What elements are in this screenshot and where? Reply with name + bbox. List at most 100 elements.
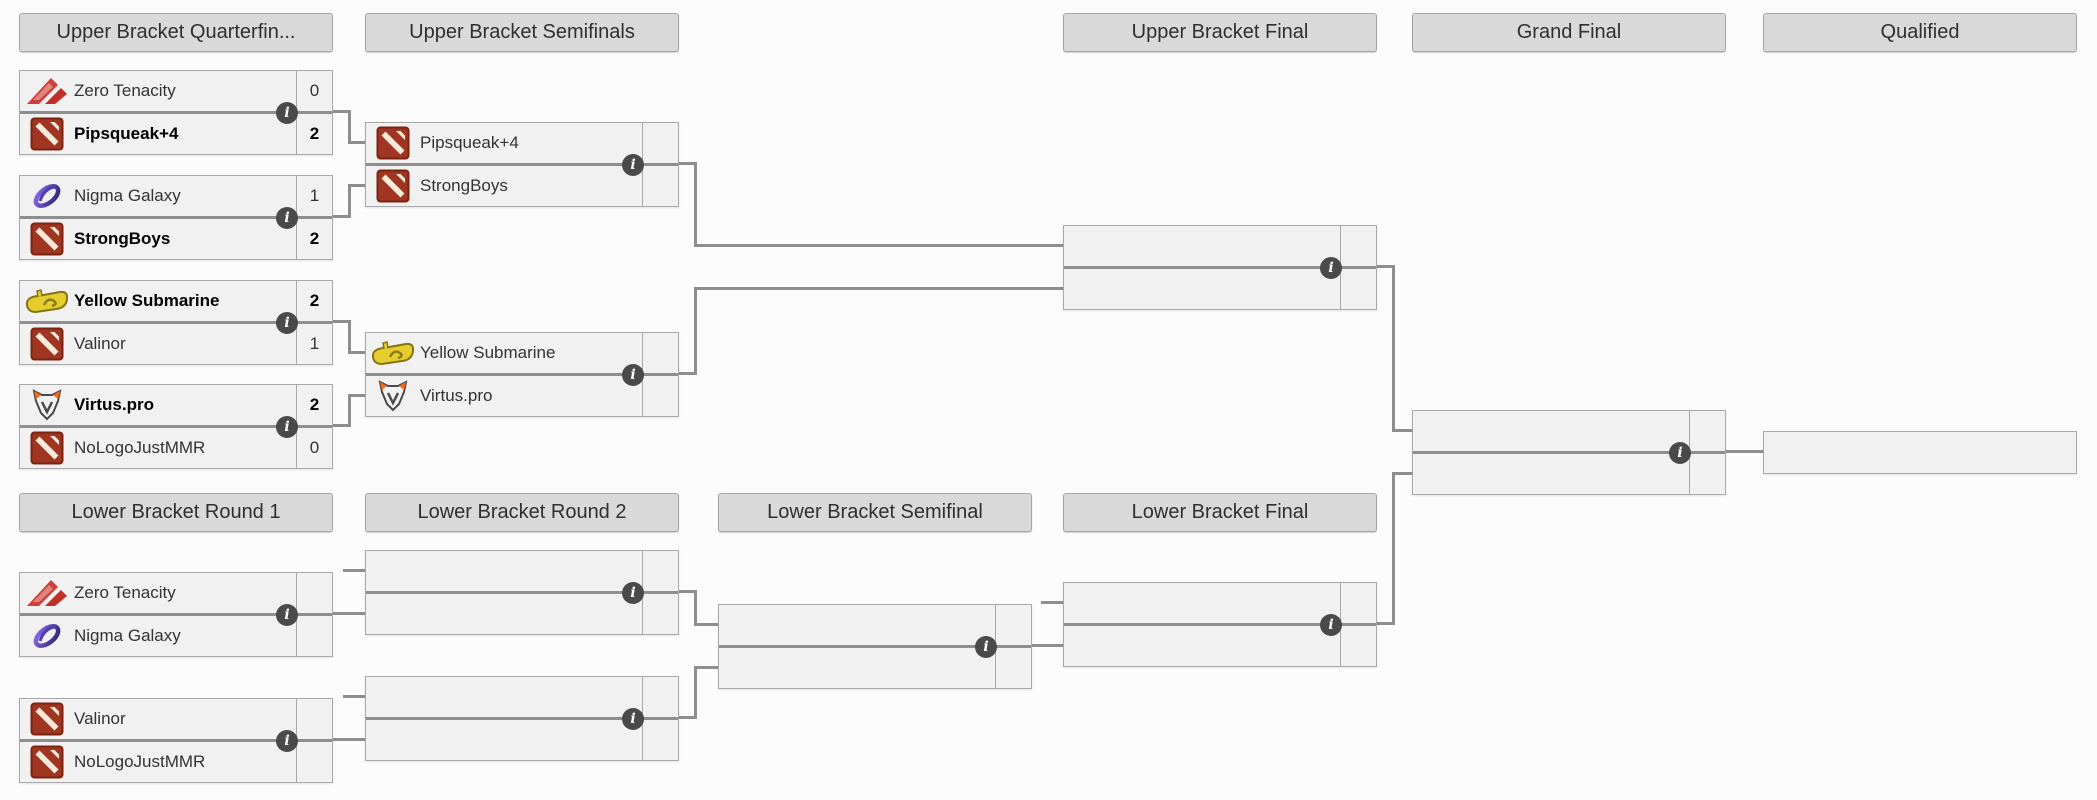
connector-line (349, 351, 365, 354)
round-header-lower-bracket-final: Lower Bracket Final (1063, 493, 1377, 532)
match-info-icon[interactable]: i (975, 636, 997, 658)
team-name[interactable]: Virtus.pro (420, 386, 493, 405)
yellow-submarine-logo-icon[interactable] (366, 337, 420, 369)
connector-line (333, 215, 351, 218)
virtus-pro-logo-icon[interactable] (20, 388, 74, 422)
dota2-logo-icon[interactable] (20, 745, 74, 779)
team-name[interactable]: Pipsqueak+4 (420, 133, 519, 152)
match-info-icon[interactable]: i (276, 312, 298, 334)
match-row-divider (1413, 451, 1725, 454)
match-info-icon[interactable]: i (276, 730, 298, 752)
team-name[interactable]: Yellow Submarine (420, 343, 556, 362)
team-name[interactable]: Valinor (74, 334, 126, 353)
connector-line (679, 372, 697, 375)
match-info-icon[interactable]: i (622, 154, 644, 176)
match-row-divider (1064, 266, 1376, 269)
match-info-icon[interactable]: i (276, 102, 298, 124)
match-info-icon[interactable]: i (1669, 442, 1691, 464)
team-slot: StrongBoys (366, 166, 678, 206)
team-slot: Nigma Galaxy 1 (20, 176, 332, 216)
team-name[interactable]: Nigma Galaxy (74, 626, 181, 645)
dota2-logo-icon[interactable] (20, 327, 74, 361)
team-name[interactable]: Zero Tenacity (74, 81, 176, 100)
connector-line (333, 424, 351, 427)
yellow-submarine-logo-icon[interactable] (20, 285, 74, 317)
dota2-logo-icon[interactable] (20, 431, 74, 465)
team-score: 1 (309, 334, 320, 353)
team-name[interactable]: NoLogoJustMMR (74, 752, 206, 771)
team-name[interactable]: Pipsqueak+4 (74, 124, 179, 143)
match-info-icon[interactable]: i (622, 708, 644, 730)
match-row-divider (366, 373, 678, 376)
connector-line (343, 695, 365, 698)
connector-line (348, 110, 351, 144)
team-score: 1 (309, 186, 320, 205)
connector-line (1377, 265, 1395, 268)
connector-line (679, 162, 697, 165)
match-info-icon[interactable]: i (622, 364, 644, 386)
match-info-icon[interactable]: i (276, 207, 298, 229)
team-name[interactable]: Zero Tenacity (74, 583, 176, 602)
dota2-logo-icon[interactable] (20, 222, 74, 256)
match-info-icon[interactable]: i (1320, 614, 1342, 636)
match-info-icon[interactable]: i (622, 582, 644, 604)
team-name[interactable]: StrongBoys (74, 229, 171, 248)
team-score: 2 (309, 291, 320, 310)
connector-line (349, 141, 365, 144)
team-slot: Valinor 1 (20, 324, 332, 364)
team-slot: Nigma Galaxy (20, 616, 332, 656)
team-slot (1764, 432, 2076, 473)
zero-tenacity-logo-icon[interactable] (20, 577, 74, 609)
virtus-pro-logo-icon[interactable] (366, 379, 420, 413)
nigma-galaxy-logo-icon[interactable] (20, 179, 74, 213)
match-ub-final[interactable]: i (1063, 225, 1377, 310)
dota2-logo-icon[interactable] (366, 126, 420, 160)
match-lb-r2-2[interactable]: i (365, 676, 679, 761)
team-name[interactable]: Valinor (74, 709, 126, 728)
dota2-logo-icon[interactable] (366, 169, 420, 203)
nigma-galaxy-logo-icon[interactable] (20, 619, 74, 653)
team-slot: NoLogoJustMMR (20, 742, 332, 782)
round-header-upper-bracket-semifinals: Upper Bracket Semifinals (365, 13, 679, 52)
match-row-divider (20, 216, 332, 219)
team-name[interactable]: Nigma Galaxy (74, 186, 181, 205)
team-name[interactable]: StrongBoys (420, 176, 508, 195)
team-name[interactable]: Virtus.pro (74, 395, 154, 414)
round-header-grand-final: Grand Final (1412, 13, 1726, 52)
zero-tenacity-logo-icon[interactable] (20, 75, 74, 107)
connector-line (1393, 472, 1412, 475)
match-lb-r2-1[interactable]: i (365, 550, 679, 635)
team-slot: Virtus.pro (366, 376, 678, 416)
team-name[interactable]: NoLogoJustMMR (74, 438, 206, 457)
connector-line (695, 623, 718, 626)
connector-line (1032, 644, 1063, 647)
team-name[interactable]: Yellow Submarine (74, 291, 220, 310)
connector-line (1377, 622, 1395, 625)
match-grand-final[interactable]: i (1412, 410, 1726, 495)
team-slot: StrongBoys 2 (20, 219, 332, 259)
match-lb-sf[interactable]: i (718, 604, 1032, 689)
match-info-icon[interactable]: i (1320, 257, 1342, 279)
dota2-logo-icon[interactable] (20, 117, 74, 151)
match-row-divider (20, 613, 332, 616)
team-score: 0 (309, 81, 320, 100)
connector-line (1392, 265, 1395, 432)
match-info-icon[interactable]: i (276, 604, 298, 626)
team-score: 2 (309, 229, 320, 248)
match-lb-final[interactable]: i (1063, 582, 1377, 667)
connector-line (343, 569, 365, 572)
match-info-icon[interactable]: i (276, 416, 298, 438)
connector-line (1393, 429, 1412, 432)
dota2-logo-icon[interactable] (20, 702, 74, 736)
connector-line (348, 394, 351, 427)
connector-line (348, 320, 351, 354)
